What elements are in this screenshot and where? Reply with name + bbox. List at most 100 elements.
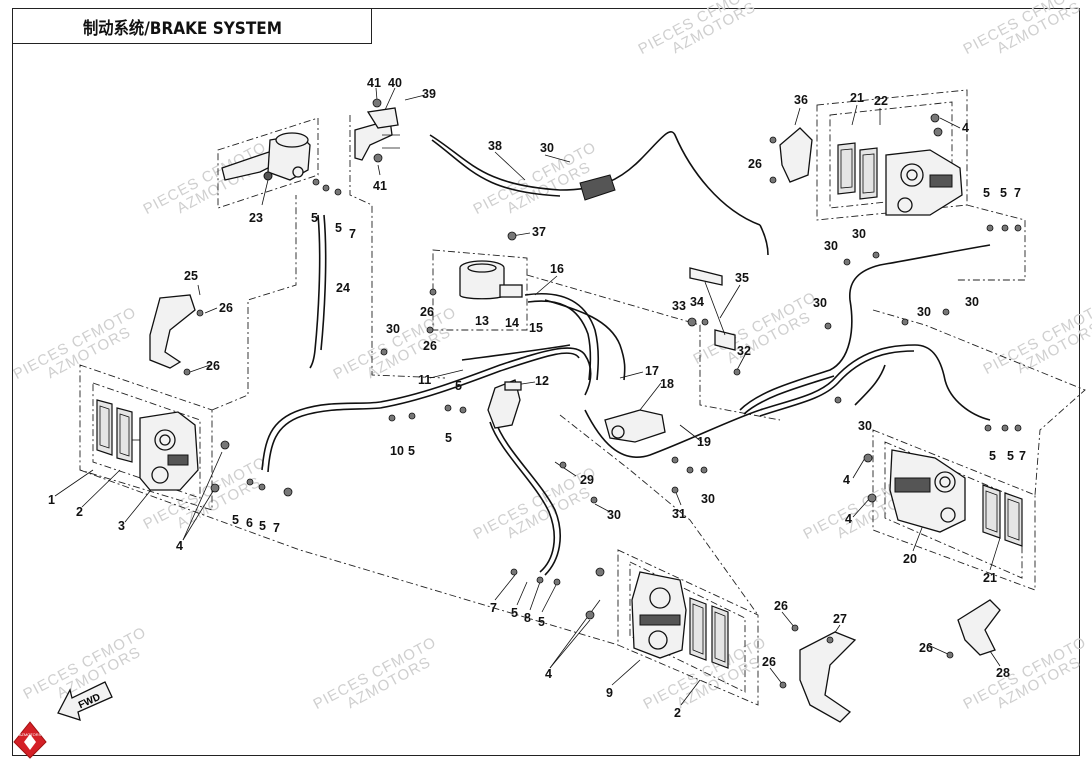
callout-36: 36 — [794, 93, 808, 107]
callout-5: 5 — [538, 615, 545, 629]
callout-26: 26 — [423, 339, 437, 353]
diagram-frame — [12, 8, 1080, 756]
callout-5: 5 — [455, 379, 462, 393]
callout-7: 7 — [490, 601, 497, 615]
caliper-front-left — [130, 411, 199, 491]
callout-28: 28 — [996, 666, 1010, 680]
callout-26: 26 — [748, 157, 762, 171]
callout-34: 34 — [690, 295, 704, 309]
callout-5: 5 — [445, 431, 452, 445]
callout-31: 31 — [672, 507, 686, 521]
callout-2: 2 — [76, 505, 83, 519]
page-title: 制动系统/BRAKE SYSTEM — [83, 18, 282, 39]
caliper-bottom — [631, 571, 687, 659]
callout-39: 39 — [422, 87, 436, 101]
callout-24: 24 — [336, 281, 350, 295]
callout-5: 5 — [335, 221, 342, 235]
callout-30: 30 — [824, 239, 838, 253]
callout-5: 5 — [1000, 186, 1007, 200]
callout-18: 18 — [660, 377, 674, 391]
assembly-boundaries — [79, 89, 1086, 706]
brand-logo: AZMOTORS — [13, 721, 47, 759]
callout-17: 17 — [645, 364, 659, 378]
callout-41: 41 — [373, 179, 387, 193]
brake-lines — [261, 131, 991, 576]
callout-21: 21 — [983, 571, 997, 585]
callout-4: 4 — [843, 473, 850, 487]
brake-shield-front-left — [149, 294, 196, 369]
callout-21: 21 — [850, 91, 864, 105]
callout-30: 30 — [607, 508, 621, 522]
proportioning-valve — [604, 409, 666, 443]
callout-5: 5 — [1007, 449, 1014, 463]
callout-labels: 41 40 39 41 23 5 5 7 24 38 30 36 21 22 4… — [48, 76, 1026, 720]
bolts-and-washers — [183, 113, 1022, 689]
brake-cable-module — [579, 174, 616, 201]
callout-16: 16 — [550, 262, 564, 276]
title-box: 制动系统/BRAKE SYSTEM — [12, 8, 372, 44]
callout-26: 26 — [774, 599, 788, 613]
callout-26: 26 — [206, 359, 220, 373]
callout-14: 14 — [505, 316, 519, 330]
callout-40: 40 — [388, 76, 402, 90]
callout-30: 30 — [858, 419, 872, 433]
brake-pads-bottom — [689, 597, 729, 669]
pedal-bracket — [689, 267, 736, 351]
callout-4: 4 — [545, 667, 552, 681]
callout-29: 29 — [580, 473, 594, 487]
callout-6: 6 — [246, 516, 253, 530]
callout-41: 41 — [367, 76, 381, 90]
callout-30: 30 — [813, 296, 827, 310]
callout-25: 25 — [184, 269, 198, 283]
brake-pads-front-right — [837, 142, 878, 200]
brake-lever-assembly — [221, 132, 311, 181]
callout-20: 20 — [903, 552, 917, 566]
brake-fluid-reservoir — [459, 260, 523, 300]
callout-35: 35 — [735, 271, 749, 285]
fwd-arrow: FWD — [57, 681, 113, 721]
callout-4: 4 — [176, 539, 183, 553]
callout-26: 26 — [919, 641, 933, 655]
callout-13: 13 — [475, 314, 489, 328]
callout-9: 9 — [606, 686, 613, 700]
callout-15: 15 — [529, 321, 543, 335]
callout-10: 10 — [390, 444, 404, 458]
brake-pads-front-left — [96, 399, 133, 463]
callout-5: 5 — [983, 186, 990, 200]
callout-5: 5 — [408, 444, 415, 458]
brake-pads-rear-right — [982, 484, 1023, 547]
callout-5: 5 — [989, 449, 996, 463]
callout-22: 22 — [874, 94, 888, 108]
callout-5: 5 — [311, 211, 318, 225]
brake-switch-bracket — [354, 98, 400, 163]
callout-33: 33 — [672, 299, 686, 313]
brand-logo-text: AZMOTORS — [19, 732, 42, 737]
brake-shield-rear-right — [957, 599, 1001, 656]
caliper-front-right — [885, 149, 963, 216]
callout-5: 5 — [511, 606, 518, 620]
callout-5: 5 — [259, 519, 266, 533]
callout-11: 11 — [418, 373, 431, 387]
callout-30: 30 — [852, 227, 866, 241]
callout-19: 19 — [697, 435, 711, 449]
callout-7: 7 — [1019, 449, 1026, 463]
callout-30: 30 — [701, 492, 715, 506]
callout-38: 38 — [488, 139, 502, 153]
callout-37: 37 — [532, 225, 546, 239]
brake-shield-front-right — [779, 127, 813, 183]
callout-5: 5 — [232, 513, 239, 527]
callout-4: 4 — [962, 121, 969, 135]
callout-12: 12 — [535, 374, 549, 388]
brake-shield-rear — [799, 631, 857, 723]
brake-tee-junction — [487, 379, 522, 429]
callout-7: 7 — [349, 227, 356, 241]
callout-23: 23 — [249, 211, 263, 225]
callout-8: 8 — [524, 611, 531, 625]
callout-30: 30 — [965, 295, 979, 309]
callout-1: 1 — [48, 493, 55, 507]
callout-32: 32 — [737, 344, 751, 358]
callout-26: 26 — [219, 301, 233, 315]
callout-26: 26 — [420, 305, 434, 319]
